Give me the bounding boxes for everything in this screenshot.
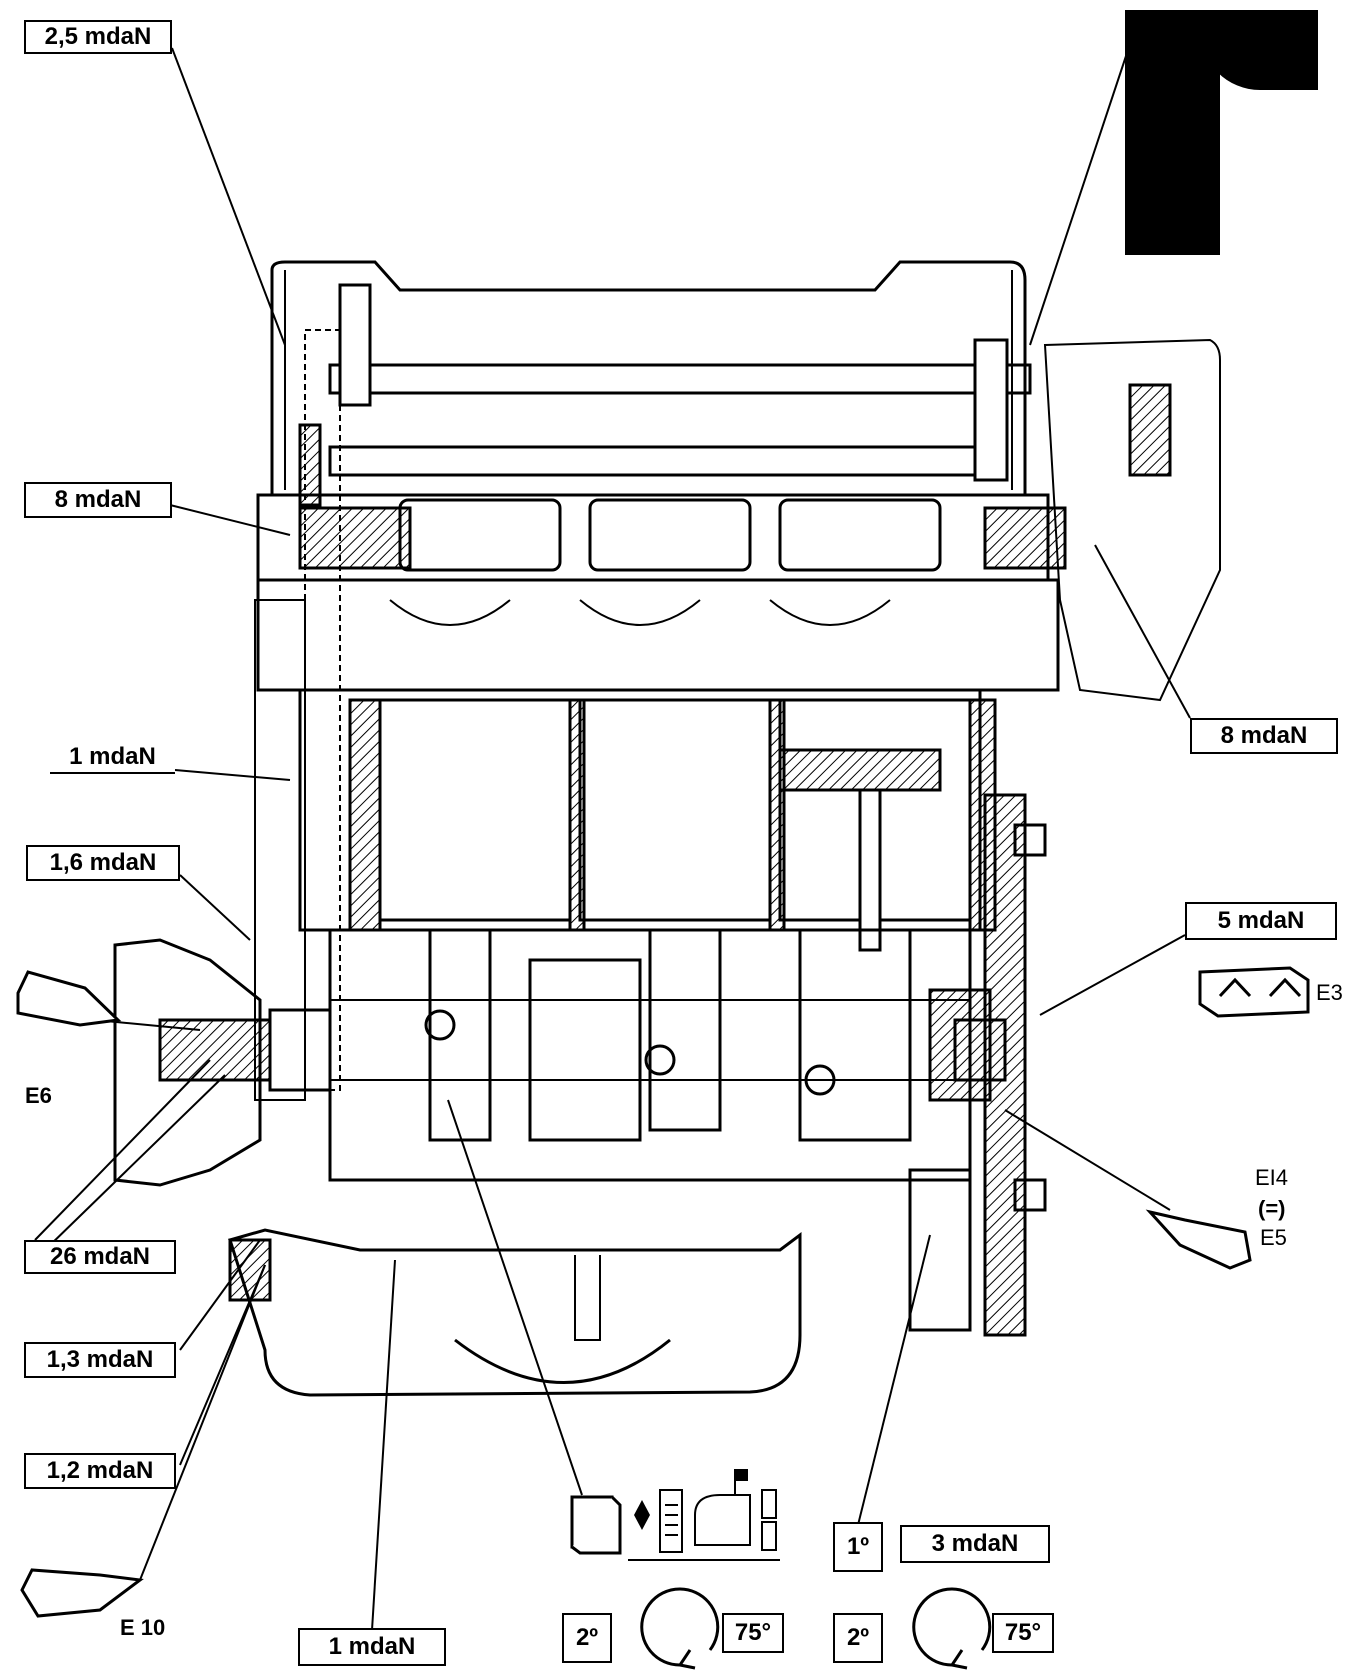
diamond-icon: [634, 1500, 650, 1530]
sequence-step-2-left: 2º: [562, 1613, 612, 1663]
torque-label-rocker-cover: 2,5 mdaN: [24, 20, 172, 54]
part-replace-icon: [570, 1495, 622, 1555]
torque-label-tensioner: 1,6 mdaN: [26, 845, 180, 881]
product-box-e3-icon: [1198, 966, 1310, 1018]
product-tag-e14: EI4: [1255, 1165, 1289, 1190]
torque-label-cam-sprocket: 8 mdaN: [24, 482, 172, 518]
torque-label-chain-guide: 1 mdaN: [50, 742, 175, 774]
sequence-step-1: 1º: [833, 1522, 883, 1572]
angle-label-left: 75°: [722, 1613, 784, 1653]
crank-pulley: [113, 938, 262, 1187]
torque-label-crank-pulley: 26 mdaN: [24, 1240, 176, 1274]
distributor-housing: [1043, 338, 1221, 702]
product-tag-e6: E6: [25, 1083, 52, 1108]
rocker-cover: [270, 260, 1027, 497]
torque-label-bearing-stage1: 3 mdaN: [900, 1525, 1050, 1563]
product-tag-e10: E 10: [120, 1615, 166, 1640]
torque-label-sump-front: 1,3 mdaN: [24, 1342, 176, 1378]
sealant-tube-e10-icon: [20, 1568, 144, 1618]
torque-label-top-right: 2: [1209, 21, 1223, 48]
product-tag-e3: E3: [1316, 980, 1343, 1005]
rocker-shaft: [328, 363, 1032, 395]
rotation-arrow-icon-a: [640, 1587, 720, 1670]
torque-label-sump-drain: 1 mdaN: [298, 1628, 446, 1666]
document-icon: [659, 1489, 683, 1553]
mailbox-icon: [694, 1469, 751, 1546]
double-rack-icon: [761, 1489, 777, 1551]
oil-sump: [228, 1228, 802, 1397]
rotation-arrow-icon-b: [912, 1587, 992, 1670]
sequence-step-2-right: 2º: [833, 1613, 883, 1663]
angle-label-right: 75°: [992, 1613, 1054, 1653]
torque-label-distributor: 8 mdaN: [1190, 718, 1338, 754]
product-tag-e5: E5: [1260, 1225, 1287, 1250]
sealant-tube-e6-icon: [16, 970, 122, 1027]
torque-label-flywheel: 5 mdaN: [1185, 902, 1337, 940]
sealant-tube-e5-icon: [1145, 1209, 1252, 1270]
product-tag-equivalent: (=): [1258, 1196, 1286, 1221]
torque-label-sump-bolts: 1,2 mdaN: [24, 1453, 176, 1489]
